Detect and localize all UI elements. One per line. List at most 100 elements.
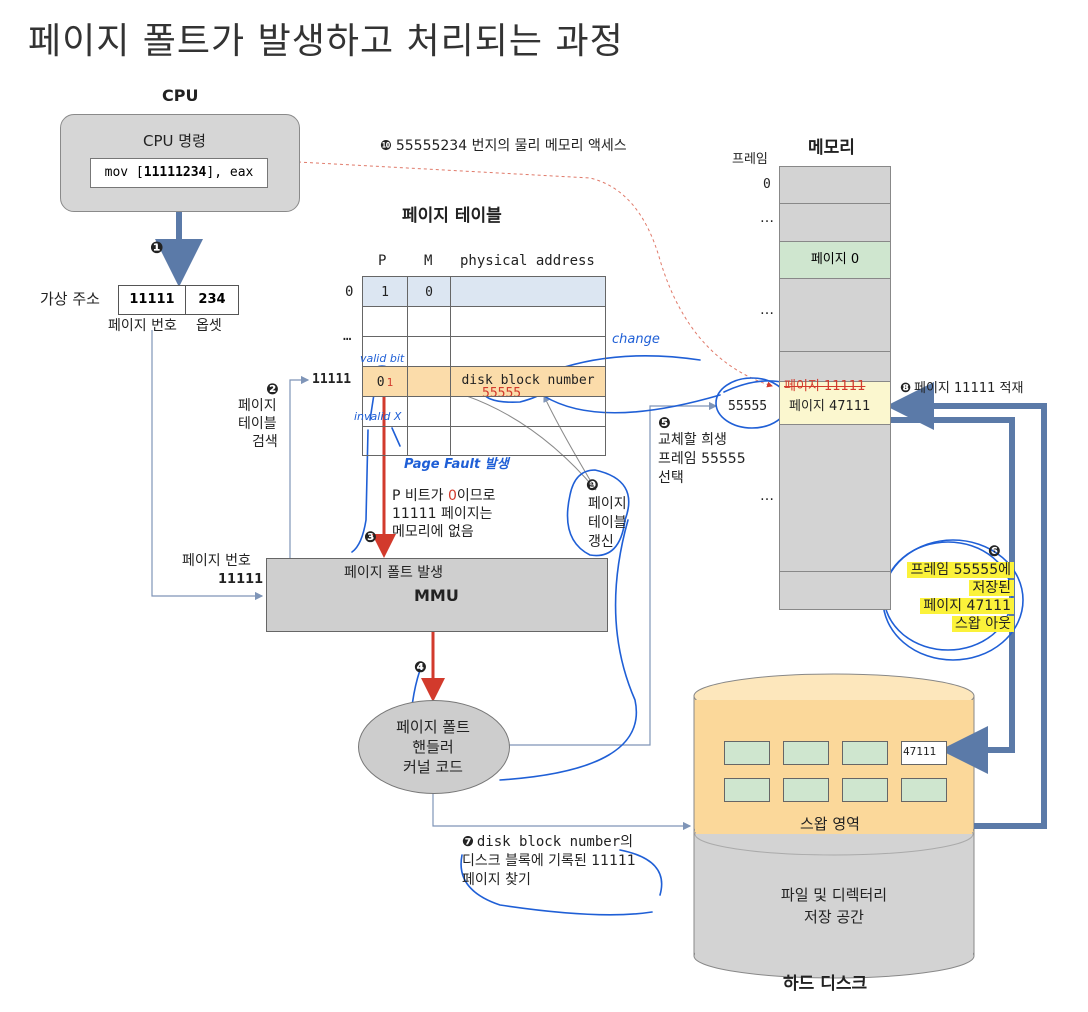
- pt-row-11111-m: [407, 366, 451, 397]
- memory-frame-label: 프레임: [732, 152, 768, 167]
- pt-row0-addr: [450, 276, 606, 307]
- memory-ellipsis-2: …: [760, 302, 774, 318]
- step-7-line-2: 디스크 블록에 기록된 11111: [462, 853, 636, 869]
- swap-block: [783, 778, 829, 802]
- pt-handwritten-frame: 55555: [482, 386, 522, 401]
- swap-block: [842, 778, 888, 802]
- pt-row0-m: 0: [407, 276, 451, 307]
- hard-disk-shape: [693, 673, 975, 979]
- step-3-line-1: P 비트가 0이므로: [392, 488, 496, 506]
- va-page-number-caption: 페이지 번호: [108, 318, 177, 334]
- pt-row5-m: [407, 426, 451, 456]
- pt-row5-addr: [450, 426, 606, 456]
- memory-divider: [780, 571, 890, 572]
- memory-frame-55555-slot: [780, 381, 890, 425]
- handwritten-valid-bit: valid bit: [360, 352, 405, 365]
- pt-row-11111-addr: disk block number: [450, 366, 606, 397]
- step-3-line-3: 메모리에 없음: [392, 524, 474, 540]
- step-4-marker: ❹: [414, 658, 427, 676]
- swap-block-47111-label: 47111: [903, 745, 937, 758]
- swap-block: [724, 741, 770, 765]
- memory-ellipsis-3: …: [760, 488, 774, 504]
- step-5-marker: ❺: [658, 414, 671, 432]
- step-6-marker: ❻: [988, 542, 1001, 560]
- memory-divider: [780, 351, 890, 352]
- pt-row2-addr: [450, 336, 606, 367]
- memory-title: 메모리: [808, 138, 855, 158]
- step-6-line-2: 저장된: [896, 580, 1014, 598]
- pt-col-m: M: [424, 253, 433, 269]
- step-9-marker: ❾: [586, 476, 599, 494]
- step-9-line-3: 갱신: [588, 534, 614, 550]
- pt-index-ellipsis: …: [343, 328, 352, 344]
- step-6-text-1: 프레임 55555에: [907, 562, 1014, 578]
- handler-line-1: 페이지 폴트: [396, 718, 470, 736]
- page-title: 페이지 폴트가 발생하고 처리되는 과정: [28, 21, 624, 62]
- step-7-line-3: 페이지 찾기: [462, 872, 531, 888]
- fs-area-line-1: 파일 및 디렉터리: [780, 886, 888, 904]
- hard-disk-label: 하드 디스크: [783, 974, 868, 994]
- va-offset-caption: 옵셋: [196, 318, 222, 334]
- memory-divider: [780, 203, 890, 204]
- pt-col-p: P: [378, 253, 387, 269]
- step-3-marker: ❸: [364, 528, 377, 546]
- mmu-fault-label: 페이지 폴트 발생: [344, 565, 444, 581]
- pt-row5-p: [362, 426, 408, 456]
- step-3-zero: 0: [447, 488, 457, 504]
- step-2-line-2: 테이블: [238, 416, 277, 432]
- pt-row1-addr: [450, 306, 606, 337]
- instruction-prefix: mov [: [104, 165, 144, 180]
- step-7-text-1: disk block number의: [476, 834, 634, 850]
- pt-row2-m: [407, 336, 451, 367]
- page-fault-handler: [358, 700, 510, 794]
- step-6-text-3: 페이지 47111: [920, 598, 1014, 614]
- mmu-page-no-value: 11111: [218, 572, 264, 587]
- va-page-number: 11111: [118, 285, 186, 315]
- step-2-marker: ❷: [266, 380, 279, 398]
- step-5-line-3: 선택: [658, 470, 684, 486]
- handwritten-page-fault: Page Fault 발생: [404, 457, 509, 472]
- pt-index-11111: 11111: [312, 372, 352, 387]
- pt-row0-p: 1: [362, 276, 408, 307]
- swap-block-47111: [901, 741, 947, 765]
- pt-row-11111-p-new: 1: [386, 376, 394, 389]
- instruction-address: 11111234: [143, 165, 207, 180]
- step-10-text: 55555234 번지의 물리 메모리 액세스: [395, 138, 627, 154]
- pt-row4-m: [407, 396, 451, 427]
- handler-line-3: 커널 코드: [403, 758, 463, 776]
- handwritten-change: change: [612, 332, 660, 347]
- pt-col-address: physical address: [460, 253, 595, 269]
- cpu-instruction: mov [11111234], eax: [90, 158, 268, 188]
- memory-page-old: 페이지 47111: [789, 399, 871, 414]
- pt-row4-addr: [450, 396, 606, 427]
- step-6-line-3: 페이지 47111: [896, 598, 1014, 616]
- step-5-line-2: 프레임 55555: [658, 451, 746, 467]
- pt-row-11111-p-value: 0: [376, 375, 385, 390]
- pt-row1-p: [362, 306, 408, 337]
- handler-line-2: 핸들러: [412, 738, 454, 756]
- pt-row1-m: [407, 306, 451, 337]
- step-6-text-4: 스왑 아웃: [952, 616, 1014, 632]
- virtual-address-label: 가상 주소: [40, 290, 100, 308]
- instruction-suffix: ], eax: [206, 165, 254, 180]
- step-1-marker: ❶: [150, 238, 164, 257]
- step-3-line-2: 11111 페이지는: [392, 506, 493, 522]
- memory-ellipsis-1: …: [760, 210, 774, 226]
- cpu-box-label: CPU 명령: [143, 132, 206, 150]
- cpu-heading: CPU: [162, 86, 199, 105]
- page-table-title: 페이지 테이블: [402, 206, 502, 226]
- swap-block: [842, 741, 888, 765]
- memory-page-0: 페이지 0: [780, 241, 890, 279]
- mmu-page-no-label: 페이지 번호: [182, 553, 251, 569]
- memory-frame-55555: 55555: [728, 399, 768, 414]
- va-offset: 234: [185, 285, 239, 315]
- step-6-text-2: 저장된: [969, 580, 1014, 596]
- step-9-line-2: 테이블: [588, 515, 627, 531]
- step-6-line-1: 프레임 55555에: [896, 562, 1014, 580]
- mmu-name: MMU: [414, 586, 459, 605]
- memory-page-new: 페이지 11111: [784, 379, 866, 394]
- step-9-line-1: 페이지: [588, 496, 627, 512]
